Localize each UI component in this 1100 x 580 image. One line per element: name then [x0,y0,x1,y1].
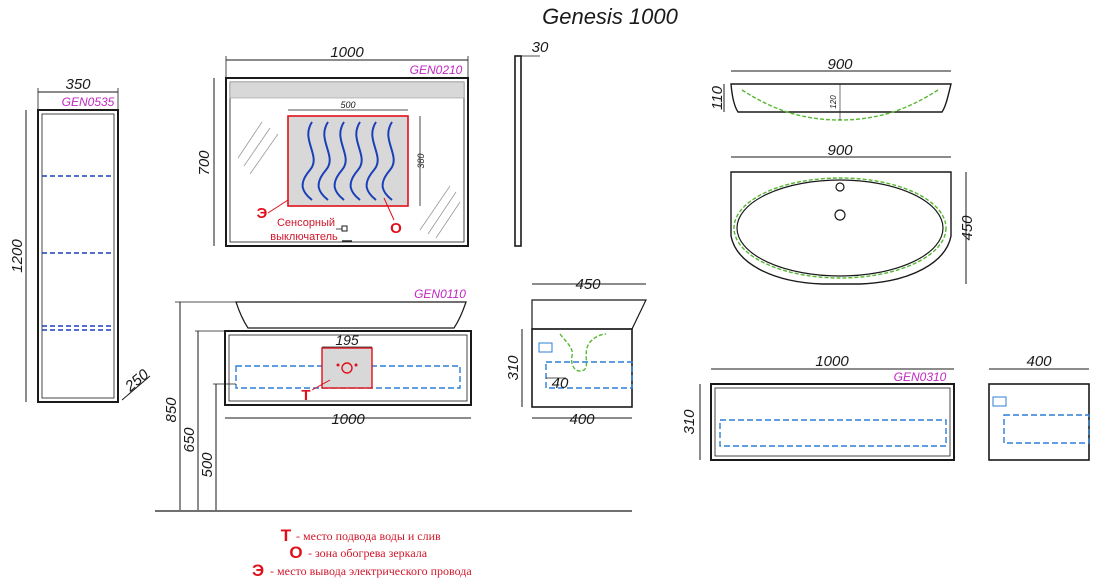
wall-cabinet-side-dashed [1003,414,1090,444]
mirror-width-label: 1000 [330,44,364,61]
mirror-outline [225,77,469,247]
basin-top-outline [730,171,952,285]
mirror-view: 500 380 1000 GEN0210 700 Сенсорный выклю… [196,39,549,247]
wall-cabinet-height-label: 310 [681,409,698,435]
basin-top-width-label: 900 [827,142,853,159]
mirror-side-profile [514,55,522,247]
wall-cabinet-width-label: 1000 [815,353,849,370]
mirror-height-label: 700 [196,150,213,176]
heat-coils [301,121,395,201]
legend-text-e: - место вывода электрического провода [270,564,472,578]
legend-mark-e: Э [252,561,264,580]
wall-cabinet-view: 1000 GEN0310 310 [681,353,955,461]
legend: Т - место подвода воды и слив О - зона о… [252,526,472,580]
basin-bowl [736,179,944,277]
wall-cabinet-dashed [719,419,947,447]
cabinet-front-view: 195 Т 1000 GEN0110 850 650 500 [155,287,632,512]
drawing-title: Genesis 1000 [542,4,679,29]
legend-mark-t: Т [281,526,292,545]
side-depth-top-label: 450 [575,276,601,293]
faucet-hole [835,182,845,192]
marker-e: Э [257,205,268,222]
column-depth-dimline [121,375,151,401]
basin-bowl-depth-label: 120 [829,95,838,109]
cabinet-outline [224,330,472,406]
wall-cabinet-side-view: 400 [988,353,1090,461]
column-depth-label: 250 [121,366,152,396]
mirror-top-light [229,81,465,99]
basin-front-width-label: 900 [827,56,853,73]
side-cabinet-outline [531,328,633,408]
cabinet-width-label: 1000 [331,411,365,428]
basin-top-view: 900 450 [730,142,976,285]
side-siphon [559,333,607,372]
sensor-switch [341,225,348,232]
wall-cabinet-code: GEN0310 [894,370,947,384]
height-total-label: 850 [163,397,180,423]
legend-text-t: - место подвода воды и слив [296,529,441,543]
column-width-label: 350 [65,76,91,93]
drain-hole [834,209,846,221]
plumbing-zone [321,347,373,389]
height-top-label: 650 [181,427,198,453]
heat-width-label: 500 [340,100,355,110]
heat-height-label: 380 [416,153,426,168]
side-drawer-dashed [545,361,633,389]
plumbing-width-label: 195 [335,332,359,348]
cabinet-side-view: 450 310 40 400 [505,276,647,428]
cabinet-code: GEN0110 [414,287,466,301]
marker-o: О [390,220,402,237]
wall-cabinet-side-depth-label: 400 [1026,353,1052,370]
wall-cabinet-outline [710,383,955,461]
side-depth-bottom-label: 400 [569,411,595,428]
side-basin [531,299,647,330]
mirror-code: GEN0210 [410,63,463,77]
basin-front-outline [730,83,952,113]
cabinet-basin [235,301,467,329]
legend-text-o: - зона обогрева зеркала [308,546,428,560]
mirror-depth-label: 30 [532,39,549,56]
height-bottom-label: 500 [199,452,216,478]
sensor-label-2: выключатель [270,231,338,243]
sensor-label-1: Сенсорный [277,217,335,229]
column-code: GEN0535 [62,95,115,109]
legend-mark-o: О [289,543,302,562]
basin-top-depth-label: 450 [959,215,976,241]
basin-front-height-label: 110 [709,85,726,110]
column-outline [37,109,119,403]
marker-t: Т [301,387,310,404]
basin-front-view: 120 900 110 [709,56,952,121]
side-inner-label: 40 [552,375,569,392]
column-view: 350 GEN0535 1200 250 [9,76,153,403]
side-height-label: 310 [505,355,522,381]
column-inner [41,113,115,399]
column-height-label: 1200 [9,239,26,273]
